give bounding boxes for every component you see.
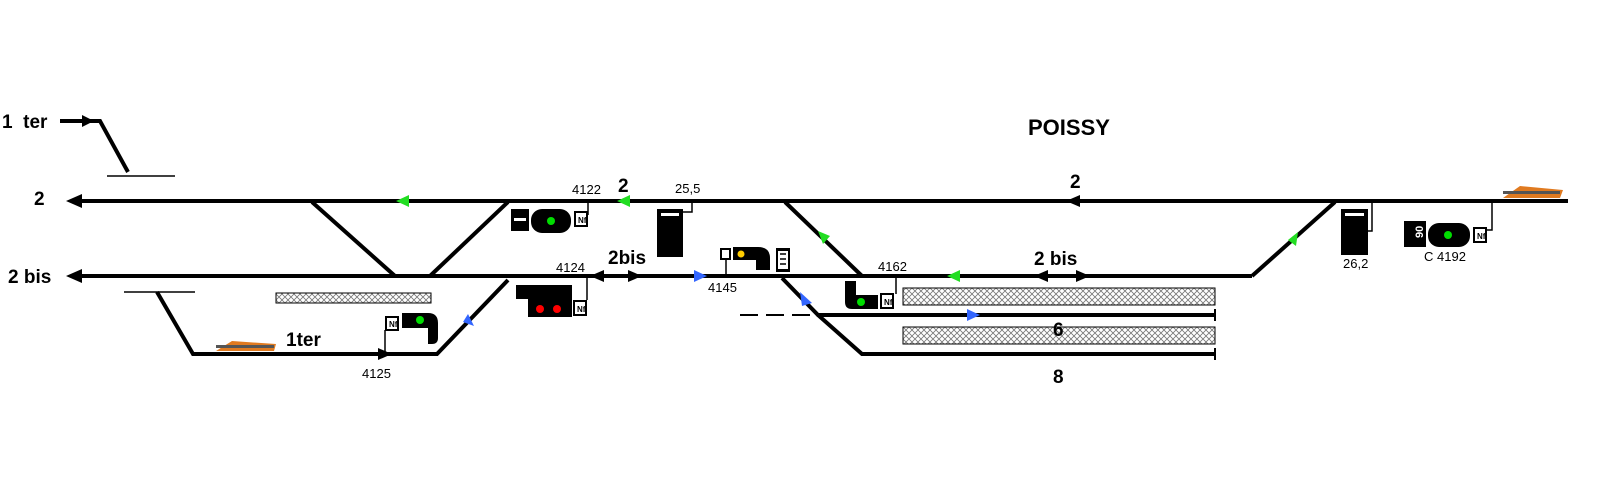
signal-label-4162: 4162 bbox=[878, 259, 907, 274]
track-8 bbox=[816, 313, 1215, 356]
arrow-2bis-mid-right bbox=[628, 270, 642, 282]
track-1ter-diverge bbox=[88, 119, 130, 173]
track-label-2bis-mid: 2bis bbox=[608, 248, 646, 269]
signal-label-4124: 4124 bbox=[556, 260, 585, 275]
station-name: POISSY bbox=[1028, 115, 1110, 140]
track-label-1ter: 1 ter bbox=[2, 112, 48, 133]
arrow-1ter-loop bbox=[378, 348, 392, 360]
nf-icon: Nf bbox=[578, 216, 587, 225]
green-arrow-2bis bbox=[947, 270, 960, 282]
tracks bbox=[60, 119, 1568, 356]
green-arrow-crossover-d bbox=[1288, 232, 1298, 246]
km-post-25-5 bbox=[657, 201, 693, 257]
km-label-26-2: 26,2 bbox=[1343, 256, 1368, 271]
train-right bbox=[1503, 186, 1563, 198]
km-post-26-2 bbox=[1341, 203, 1373, 255]
track-label-2bis-left: 2 bis bbox=[8, 267, 51, 288]
arrow-2bis-mid-left bbox=[590, 270, 604, 282]
arrow-left-2bis bbox=[66, 269, 82, 283]
arrow-2-right-section bbox=[1066, 195, 1080, 207]
nf-icon: Nf bbox=[389, 320, 398, 329]
speed-board-90: 90 bbox=[1414, 226, 1426, 238]
platform-1ter bbox=[275, 292, 432, 304]
signal-4124-light-2 bbox=[553, 305, 561, 313]
green-arrow-2b bbox=[617, 195, 630, 207]
signal-4162[interactable]: Nf bbox=[845, 278, 897, 309]
signal-4122[interactable]: Nf bbox=[511, 201, 589, 233]
signal-label-4125: 4125 bbox=[362, 366, 391, 381]
track-label-2-mid: 2 bbox=[618, 176, 629, 197]
track-arrows bbox=[66, 115, 1090, 360]
signal-4145[interactable] bbox=[720, 247, 790, 276]
coloured-arrows bbox=[396, 195, 1298, 326]
signal-label-c4192: C 4192 bbox=[1424, 249, 1466, 264]
track-label-8: 8 bbox=[1053, 367, 1064, 388]
blue-arrow-6 bbox=[967, 309, 980, 321]
platform-6-8 bbox=[902, 326, 1216, 345]
signal-4145-light bbox=[737, 250, 745, 258]
nf-icon: Nf bbox=[1477, 232, 1486, 241]
arrow-2bis-right-left bbox=[1034, 270, 1048, 282]
platform-lines bbox=[107, 175, 195, 293]
track-label-2-left: 2 bbox=[34, 189, 45, 210]
signal-4125-light bbox=[416, 316, 424, 324]
signal-c4192[interactable]: 90 Nf bbox=[1404, 203, 1493, 247]
track-label-6: 6 bbox=[1053, 320, 1064, 341]
km-label-25-5: 25,5 bbox=[675, 181, 700, 196]
platform-2bis-6 bbox=[902, 287, 1216, 306]
arrow-1ter bbox=[82, 115, 94, 127]
green-arrow-crossover-c bbox=[818, 231, 830, 244]
signal-c4192-light bbox=[1444, 231, 1452, 239]
crossover-a bbox=[310, 200, 397, 278]
track-label-2-right: 2 bbox=[1070, 172, 1081, 193]
arrow-left-2 bbox=[66, 194, 82, 208]
signal-4122-light bbox=[547, 217, 555, 225]
crossover-b bbox=[428, 200, 510, 278]
track-label-2bis-right: 2 bis bbox=[1034, 249, 1077, 270]
track-label-1ter-mid: 1ter bbox=[286, 330, 321, 351]
track-1ter-loop bbox=[155, 278, 510, 356]
blue-arrow-1ter bbox=[463, 314, 474, 326]
train-1ter bbox=[216, 341, 276, 351]
nf-icon: Nf bbox=[577, 305, 586, 314]
platforms bbox=[275, 287, 1216, 345]
green-arrow-2a bbox=[396, 195, 409, 207]
signal-label-4122: 4122 bbox=[572, 182, 601, 197]
signal-4125[interactable]: Nf bbox=[384, 313, 438, 352]
signal-4124[interactable]: Nf bbox=[516, 278, 588, 317]
nf-icon: Nf bbox=[884, 298, 893, 307]
arrow-2bis-right-right bbox=[1076, 270, 1090, 282]
signal-4124-light-1 bbox=[536, 305, 544, 313]
blue-arrow-2bis bbox=[694, 270, 707, 282]
blue-arrow-crossover-6 bbox=[800, 292, 812, 306]
signal-label-4145: 4145 bbox=[708, 280, 737, 295]
signal-4162-light bbox=[857, 298, 865, 306]
